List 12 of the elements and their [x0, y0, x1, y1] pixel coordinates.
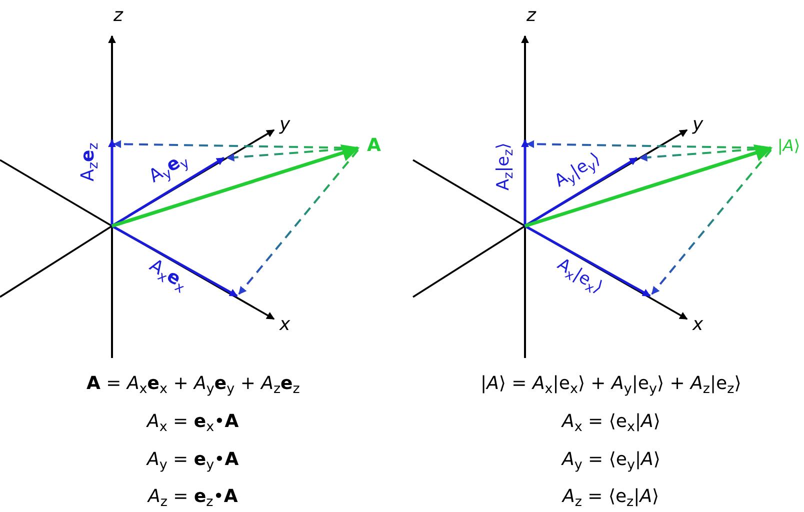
axis-label: x [692, 316, 704, 334]
equation: A$_{z}$ = e$_{z}$•A [148, 488, 238, 506]
axis-label: y [692, 116, 704, 134]
axis-label: z [526, 7, 536, 25]
equation: A$_{z}$ = ⟨e$_{z}$|A⟩ [562, 488, 660, 506]
vector-label: A [367, 137, 381, 155]
axis-label: y [280, 116, 290, 134]
vector-label: |A⟩ [778, 138, 800, 154]
equation: A$_{x}$ = e$_{x}$•A [147, 413, 239, 431]
axis-label: z [114, 7, 123, 25]
axis-label: x [280, 316, 290, 334]
equation: A$_{x}$ = ⟨e$_{x}$|A⟩ [562, 413, 660, 431]
